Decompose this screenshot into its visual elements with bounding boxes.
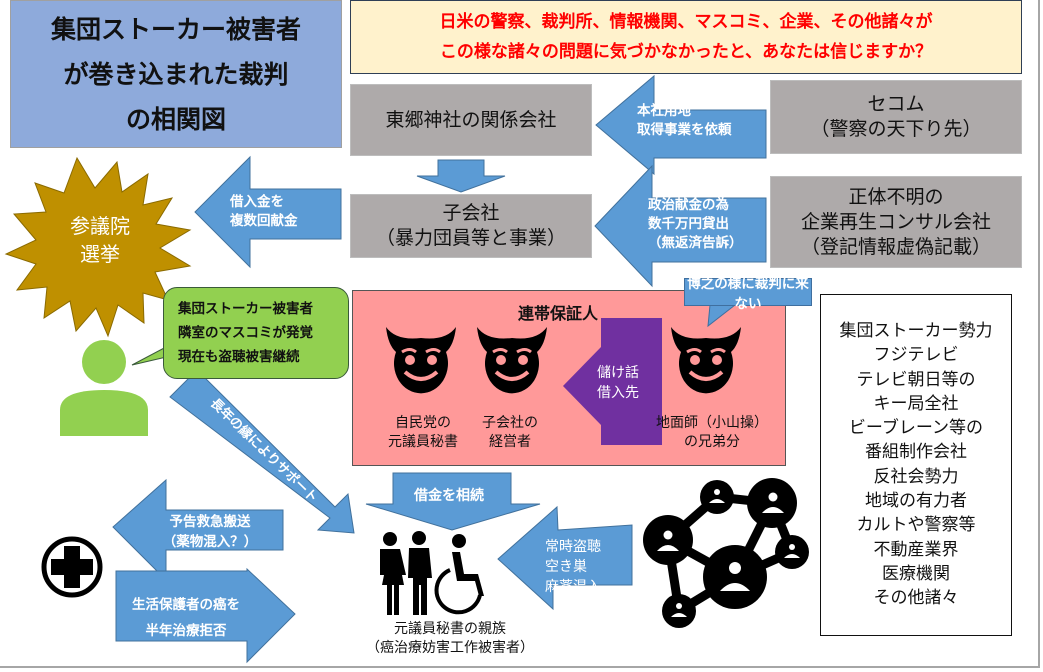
list-item: キー局全社 [873,393,959,414]
hq-land-arrow [595,74,767,176]
list-item: その他諸々 [873,588,959,609]
arrow-line: 半年治療拒否 [145,623,227,639]
person-icon [60,340,148,436]
medical-cross-icon [41,536,103,598]
box-label: セコム [867,93,925,115]
long-support-arrow [169,369,355,534]
down-arrow [416,159,506,193]
title-line: が巻き込まれた裁判 [63,59,289,89]
label-line: 元議員秘書 [388,434,458,450]
arrow-line: 常時盗聴 [545,539,601,555]
arrow-line: （薬物混入？） [162,534,258,550]
arrow-line: 借入金を [230,194,284,210]
box-label: 企業再生コンサル会社 [800,210,991,233]
stalker-forces-list: 集団ストーカー勢力 フジテレビ テレビ朝日等の キー局全社 ビーブレーン等の 番… [820,294,1012,636]
title-line: の相関図 [125,104,226,134]
arrow-line: 空き巣 [545,559,587,575]
consultant-company-box: 正体不明の 企業再生コンサル会社 （登記情報虚偽記載） [770,176,1022,268]
list-item: ビーブレーン等の [848,418,984,439]
arrow-line: 取得事業を依頼 [637,122,732,138]
hq-land-arrow-label: 本社用地 取得事業を依頼 [637,102,732,140]
callout-line: 隣室のマスコミが発覚 [178,325,313,341]
profit-lender-arrow [563,318,662,445]
family-wheelchair-icon [380,531,484,615]
list-item: 番組制作会社 [865,442,967,463]
label-line: 元議員秘書の親族 [394,621,506,637]
label-line: 子会社の [482,415,538,431]
question-line: この様な諸々の問題に気づかなかったと、あなたは信じますか？ [439,42,933,62]
devil-face-icon [386,327,456,394]
borrowed-donation-arrow [194,155,342,269]
list-item: 不動産業界 [873,539,959,560]
box-label: 東郷神社の関係会社 [385,108,557,131]
label-line: 経営者 [489,434,531,450]
box-label: （警察の天下り先） [810,118,982,140]
callout-line: 現在も盗聴被害継続 [178,349,300,365]
surveillance-arrow [497,505,633,611]
arrow-line: 麻薬混入 [545,579,601,595]
surveillance-arrow-label: 常時盗聴 空き巣 麻薬混入 [545,537,601,597]
box-label: 子会社 [442,202,500,224]
election-label: 参議院 選挙 [60,212,140,268]
list-item: 医療機関 [882,563,950,584]
callout-line: 集団ストーカー被害者 [178,301,313,317]
network-people-icon [643,478,809,628]
arrow-line: 儲け話 [597,365,639,381]
label-line: （癌治療妨害工作被害者） [366,640,534,656]
box-label: 正体不明の [848,185,944,208]
ambulance-arrow-label: 予告救急搬送 （薬物混入？） [148,512,272,552]
callout-text: 博之の様に裁判に来ない [687,276,809,312]
cancer-refusal-arrow [115,567,296,664]
political-loan-arrow-label: 政治献金の為 数千万円貸出 （無返済告訴） [648,196,743,253]
label-line: 自民党の [395,415,451,431]
arrow-line: 借入先 [597,385,639,401]
family-label: 元議員秘書の親族 （癌治療妨害工作被害者） [360,620,540,658]
inherit-debt-arrow [365,472,541,531]
list-item: フジテレビ [873,345,959,366]
election-line: 選挙 [80,242,120,266]
list-item: カルトや警察等 [856,515,976,536]
person-label-secretary: 自民党の 元議員秘書 [388,414,458,452]
devil-face-icon [671,327,741,394]
arrow-line: 政治献金の為 [648,197,729,213]
subsidiary-box: 子会社 （暴力団員等と事業） [350,194,592,258]
political-loan-arrow [594,164,767,288]
arrow-line: （無返済告訴） [648,235,743,251]
title-line: 集団ストーカー被害者 [50,14,301,44]
arrow-line: 生活保護者の癌を [132,597,240,613]
secom-box: セコム （警察の天下り先） [770,80,1022,154]
list-item: 地域の有力者 [865,491,967,512]
person-label-manager: 子会社の 経営者 [478,414,542,452]
arrow-line: 本社用地 [637,103,691,119]
person-label-land-swindler: 地面師（小山操） の兄弟分 [648,414,776,452]
inherit-debt-arrow-label: 借金を相続 [414,488,484,504]
arrow-line: 複数回献金 [230,213,298,229]
cancer-refusal-arrow-label: 生活保護者の癌を 半年治療拒否 [124,592,248,644]
election-line: 参議院 [70,214,130,238]
diagram-title: 集団ストーカー被害者 が巻き込まれた裁判 の相関図 [10,0,342,148]
label-line: 地面師（小山操） [656,415,768,431]
ambulance-arrow [112,478,284,582]
profit-lender-arrow-label: 儲け話 借入先 [597,363,639,403]
label-line: の兄弟分 [684,434,740,450]
arrow-line: 予告救急搬送 [169,514,251,530]
box-label: （暴力団員等と事業） [375,227,566,249]
list-item: テレビ朝日等の [856,369,976,390]
borrowed-donation-arrow-label: 借入金を 複数回献金 [230,193,298,231]
list-item: 集団ストーカー勢力 [839,321,993,341]
question-line: 日米の警察、裁判所、情報機関、マスコミ、企業、その他諸々が [439,12,933,32]
victim-callout: 集団ストーカー被害者 隣室のマスコミが発覚 現在も盗聴被害継続 [163,287,349,379]
box-label: （登記情報虚偽記載） [800,235,991,258]
guarantor-title: 連帯保証人 [518,304,599,323]
arrow-line: 数千万円貸出 [648,216,729,232]
no-show-callout: 博之の様に裁判に来ない [684,276,812,312]
question-banner: 日米の警察、裁判所、情報機関、マスコミ、企業、その他諸々が この様な諸々の問題に… [350,0,1022,74]
list-item: 反社会勢力 [873,466,959,487]
devil-face-icon [477,327,547,394]
togo-related-company-box: 東郷神社の関係会社 [350,84,592,156]
election-starburst [4,156,192,338]
